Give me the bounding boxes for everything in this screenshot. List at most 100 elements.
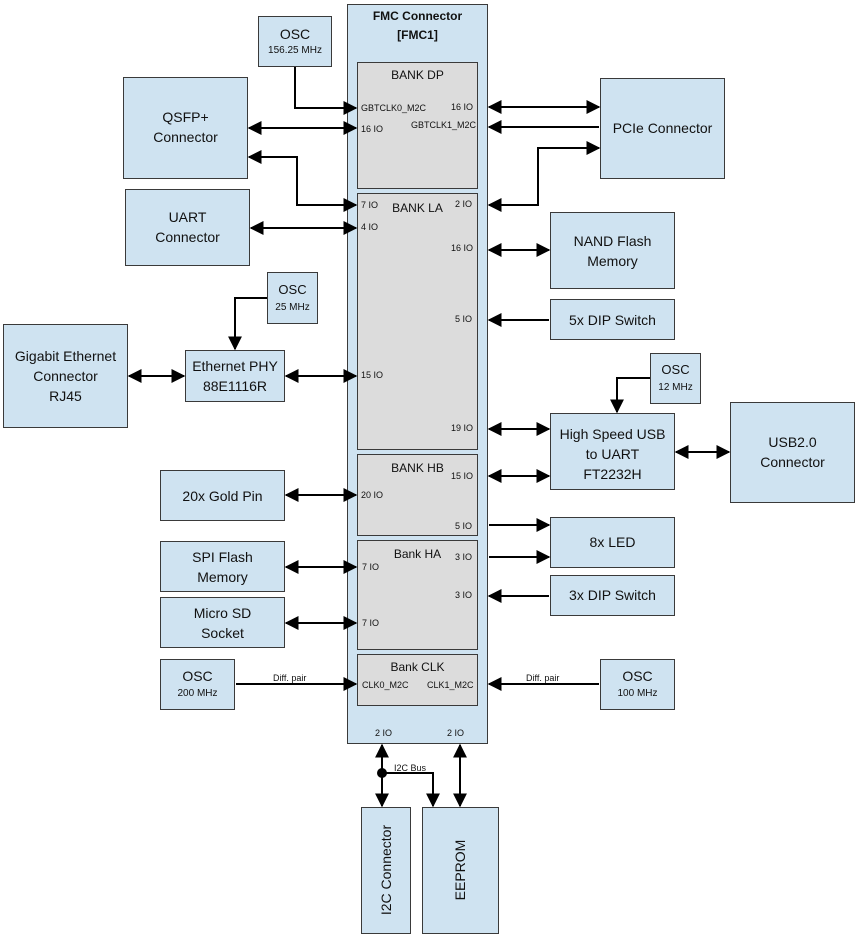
bank-dp-gbtclk1: GBTCLK1_M2C bbox=[411, 120, 477, 130]
bank-dp-16io-left: 16 IO bbox=[361, 124, 384, 134]
usb2-connector-box bbox=[730, 402, 855, 503]
diff-pair-left-label: Diff. pair bbox=[273, 673, 307, 683]
osc-200-line1: OSC bbox=[182, 668, 213, 684]
spi-flash-box bbox=[160, 541, 285, 592]
i2c-bus-junction bbox=[377, 768, 387, 778]
bank-dp bbox=[357, 62, 478, 189]
pcie-label: PCIe Connector bbox=[612, 120, 713, 136]
fmc-title: FMC Connector bbox=[372, 9, 463, 23]
eeprom-box bbox=[422, 807, 499, 934]
bank-dp-16io-right: 16 IO bbox=[451, 102, 474, 112]
bank-hb-15io: 15 IO bbox=[451, 471, 474, 481]
led-label: 8x LED bbox=[589, 534, 636, 550]
osc-100-line2: 100 MHz bbox=[617, 688, 658, 699]
dip-switch-3-label: 3x DIP Switch bbox=[569, 587, 656, 603]
bank-hb-5io: 5 IO bbox=[455, 521, 473, 531]
spi-flash-line2: Memory bbox=[197, 569, 248, 585]
bank-ha-title: Bank HA bbox=[393, 547, 442, 561]
uart-line2: Connector bbox=[155, 229, 220, 245]
bank-ha-3io-bottom: 3 IO bbox=[455, 590, 473, 600]
bank-dp-title: BANK DP bbox=[391, 68, 444, 82]
i2c-connector-box bbox=[361, 807, 411, 934]
bank-la-2io: 2 IO bbox=[455, 199, 473, 209]
led-box bbox=[550, 517, 675, 568]
diff-pair-right-label: Diff. pair bbox=[526, 673, 560, 683]
osc-25-box bbox=[267, 272, 318, 324]
bank-la bbox=[357, 193, 478, 450]
fmc-subtitle: [FMC1] bbox=[397, 28, 438, 42]
osc-12-line2: 12 MHz bbox=[658, 382, 693, 393]
osc-25-line2: 25 MHz bbox=[275, 302, 310, 313]
qsfp-line2: Connector bbox=[153, 129, 218, 145]
osc-156-line2: 156.25 MHz bbox=[268, 45, 322, 56]
osc-156-line1: OSC bbox=[279, 26, 311, 42]
usb-uart-line3: FT2232H bbox=[583, 466, 642, 482]
nand-line2: Memory bbox=[587, 253, 638, 269]
uart-line1: UART bbox=[168, 209, 207, 225]
bank-la-16io: 16 IO bbox=[451, 243, 474, 253]
micro-sd-line2: Socket bbox=[201, 625, 244, 641]
bank-la-7io: 7 IO bbox=[361, 200, 379, 210]
osc-100-box bbox=[600, 659, 675, 710]
bank-clk-title: Bank CLK bbox=[390, 660, 445, 674]
osc-12-line1: OSC bbox=[661, 362, 690, 377]
i2c-bus-to-eeprom-line bbox=[382, 772, 440, 808]
osc156-to-dp-line bbox=[294, 67, 358, 115]
usb-uart-line2: to UART bbox=[585, 446, 640, 462]
bank-hb bbox=[357, 454, 478, 536]
dip-switch-5-box bbox=[550, 299, 675, 340]
fmc-bottom-io-right: 2 IO bbox=[447, 728, 465, 738]
spi-flash-line1: SPI Flash bbox=[192, 549, 253, 565]
qsfp-line1: QSFP+ bbox=[162, 109, 209, 125]
bank-clk-clk0: CLK0_M2C bbox=[362, 680, 409, 690]
bank-la-5io: 5 IO bbox=[455, 314, 473, 324]
osc-200-box bbox=[160, 659, 235, 710]
osc-156-box bbox=[258, 16, 332, 67]
dip-switch-3-box bbox=[550, 575, 675, 616]
usb-uart-box bbox=[550, 413, 675, 490]
ethernet-phy-box bbox=[185, 350, 285, 402]
usb2-line2: Connector bbox=[760, 454, 825, 470]
uart-connector-box bbox=[125, 189, 250, 266]
bank-hb-title: BANK HB bbox=[391, 461, 444, 475]
bank-clk bbox=[357, 654, 478, 706]
micro-sd-line1: Micro SD bbox=[193, 605, 252, 621]
usb2-line1: USB2.0 bbox=[768, 434, 817, 450]
bank-ha-3io-top: 3 IO bbox=[455, 552, 473, 562]
gold-pin-label: 20x Gold Pin bbox=[182, 488, 263, 504]
gige-line1: Gigabit Ethernet bbox=[14, 348, 117, 364]
osc25-to-phy-line bbox=[228, 297, 267, 351]
pcie-connector-box bbox=[600, 78, 725, 179]
bank-la-4io: 4 IO bbox=[361, 222, 379, 232]
gold-pin-box bbox=[160, 470, 285, 521]
bank-la-title: BANK LA bbox=[392, 201, 443, 215]
gige-connector-box bbox=[3, 324, 128, 428]
nand-line1: NAND Flash bbox=[573, 233, 652, 249]
osc-100-line1: OSC bbox=[622, 668, 653, 684]
bank-ha-7io-bottom: 7 IO bbox=[362, 618, 380, 628]
qsfp-to-la-line bbox=[247, 150, 358, 212]
la-to-pcie-line bbox=[487, 141, 601, 212]
dip-switch-5-label: 5x DIP Switch bbox=[569, 312, 656, 328]
osc12-to-usbuart-line bbox=[610, 377, 650, 414]
fmc-bottom-io-left: 2 IO bbox=[375, 728, 393, 738]
bank-ha-7io-top: 7 IO bbox=[362, 562, 380, 572]
bank-la-19io: 19 IO bbox=[451, 423, 474, 433]
micro-sd-box bbox=[160, 597, 285, 648]
bank-clk-clk1: CLK1_M2C bbox=[427, 680, 474, 690]
qsfp-connector-box bbox=[123, 77, 248, 179]
bank-hb-20io: 20 IO bbox=[361, 490, 384, 500]
gige-line3: RJ45 bbox=[49, 388, 82, 404]
ethernet-phy-line2: 88E1116R bbox=[202, 378, 268, 394]
osc-200-line2: 200 MHz bbox=[177, 688, 218, 699]
ethernet-phy-line1: Ethernet PHY bbox=[192, 358, 278, 374]
nand-flash-box bbox=[550, 212, 675, 289]
bank-dp-gbtclk0: GBTCLK0_M2C bbox=[361, 103, 427, 113]
osc-25-line1: OSC bbox=[278, 282, 307, 297]
i2c-bus-label: I2C Bus bbox=[394, 763, 427, 773]
bank-ha bbox=[357, 540, 478, 650]
osc-12-box bbox=[650, 353, 701, 404]
gige-line2: Connector bbox=[33, 368, 98, 384]
